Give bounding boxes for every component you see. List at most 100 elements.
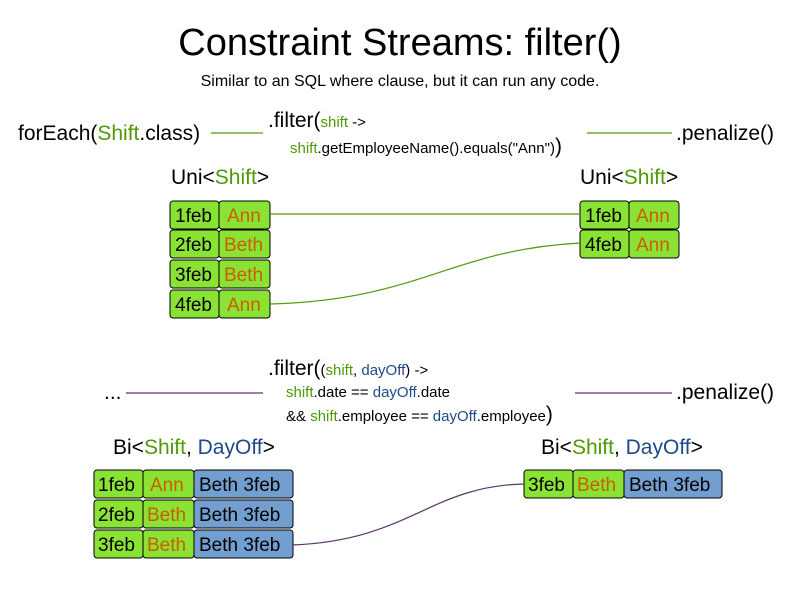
date-value: 4feb <box>175 295 212 316</box>
uni-out-label-suffix: > <box>666 166 678 189</box>
filter-body: shift.getEmployeeName().equals("Ann")) <box>290 135 562 158</box>
bi-out-label-type-shift: Shift <box>572 436 614 459</box>
dayoff-value: Beth 3feb <box>199 505 280 526</box>
bi-filter-close: ) <box>546 403 553 426</box>
filter-node: .filter(shift -> <box>268 109 366 132</box>
bi-output-label: Bi<Shift, DayOff> <box>541 436 703 459</box>
source-node: forEach(Shift.class) <box>18 122 200 145</box>
name-cell <box>218 200 271 230</box>
bi-filter-line2: shift.date == dayOff.date <box>286 384 450 401</box>
tuple-row: 4feb Ann <box>579 229 680 259</box>
bi-label-suffix: > <box>263 436 275 459</box>
bi-filter-arrow: ) -> <box>405 362 428 379</box>
tuple-row: 2feb Beth Beth 3feb <box>93 499 294 529</box>
dayoff-cell <box>193 529 294 559</box>
bi-out-label-prefix: Bi< <box>541 436 572 459</box>
name-value: Ann <box>150 475 184 496</box>
name-cell <box>218 259 271 289</box>
date-value: 1feb <box>98 475 135 496</box>
date-value: 2feb <box>175 235 212 256</box>
tuple-row: 1feb Ann Beth 3feb <box>93 469 294 499</box>
date-value: 1feb <box>585 206 622 227</box>
bi-out-label-suffix: > <box>691 436 703 459</box>
bi-line3-mid: .employee == <box>338 408 433 425</box>
uni-input-table: 1feb Ann 2feb Beth 3feb Beth 4feb Ann <box>169 200 271 319</box>
bi-line2-dayoff: dayOff <box>373 384 418 401</box>
bi-label-comma: , <box>186 436 198 459</box>
uni-output-label: Uni<Shift> <box>580 166 678 189</box>
connector-3feb <box>292 483 525 546</box>
date-value: 4feb <box>585 235 622 256</box>
bi-line2-shift: shift <box>286 384 314 401</box>
tuple-row: 3feb Beth Beth 3feb <box>523 469 723 499</box>
uni-input-label: Uni<Shift> <box>171 166 269 189</box>
bi-filter-comma: , <box>353 362 361 379</box>
bi-filter-param-dayoff: dayOff <box>361 362 406 379</box>
name-value: Beth <box>147 535 186 556</box>
bi-filter-open: ( <box>321 362 326 379</box>
uni-label-suffix: > <box>257 166 269 189</box>
source-prefix: forEach( <box>18 122 97 145</box>
bi-label-type-dayoff: DayOff <box>198 436 263 459</box>
bi-input-table: 1feb Ann Beth 3feb 2feb Beth Beth 3feb 3… <box>93 469 294 559</box>
bi-line3-end: .employee <box>477 408 546 425</box>
dayoff-value: Beth 3feb <box>199 475 280 496</box>
name-value: Ann <box>227 295 261 316</box>
source-suffix: .class) <box>139 122 200 145</box>
dayoff-value: Beth 3feb <box>629 475 710 496</box>
name-value: Ann <box>227 206 261 227</box>
filter-close: ) <box>555 135 562 158</box>
bi-line3-shift: shift <box>310 408 338 425</box>
filter-body-var: shift <box>290 140 318 157</box>
bi-input-label: Bi<Shift, DayOff> <box>113 436 275 459</box>
bi-filter-line3: && shift.employee == dayOff.employee) <box>286 403 553 426</box>
uni-out-label-prefix: Uni< <box>580 166 624 189</box>
tuple-row: 1feb Ann <box>579 200 680 230</box>
date-value: 3feb <box>175 265 212 286</box>
tuple-row: 2feb Beth <box>169 229 271 259</box>
bi-line2-end: .date <box>417 384 450 401</box>
bi-source-ellipsis: ... <box>104 381 122 404</box>
source-class: Shift <box>97 122 139 145</box>
filter-prefix: .filter( <box>268 109 321 132</box>
dayoff-value: Beth 3feb <box>199 535 280 556</box>
tuple-row: 3feb Beth Beth 3feb <box>93 529 294 559</box>
uni-output-table: 1feb Ann 4feb Ann <box>579 200 680 259</box>
bi-filter-node: .filter((shift, dayOff) -> <box>268 357 428 380</box>
subtitle: Similar to an SQL where clause, but it c… <box>201 73 600 90</box>
filter-param: shift <box>321 114 349 131</box>
page-title: Constraint Streams: filter() <box>178 22 621 64</box>
name-value: Beth <box>147 505 186 526</box>
bi-label-prefix: Bi< <box>113 436 144 459</box>
bi-line3-dayoff: dayOff <box>433 408 478 425</box>
uni-out-label-type: Shift <box>624 166 666 189</box>
bi-output-table: 3feb Beth Beth 3feb <box>523 469 723 499</box>
name-cell <box>628 200 680 230</box>
bi-filter-param-shift: shift <box>326 362 354 379</box>
date-value: 2feb <box>98 505 135 526</box>
date-value: 3feb <box>98 535 135 556</box>
date-value: 1feb <box>175 206 212 227</box>
bi-out-label-comma: , <box>614 436 626 459</box>
name-cell <box>218 229 271 259</box>
name-value: Beth <box>224 265 263 286</box>
name-value: Beth <box>224 235 263 256</box>
bi-line3-prefix: && <box>286 408 310 425</box>
uni-label-prefix: Uni< <box>171 166 215 189</box>
dayoff-cell <box>623 469 723 499</box>
dayoff-cell <box>193 469 294 499</box>
filter-arrow: -> <box>348 114 366 131</box>
name-value: Beth <box>577 475 616 496</box>
tuple-row: 3feb Beth <box>169 259 271 289</box>
bi-penalize-node: .penalize() <box>676 381 774 404</box>
tuple-row: 1feb Ann <box>169 200 271 230</box>
bi-filter-prefix: .filter( <box>268 357 321 380</box>
tuple-row: 4feb Ann <box>169 289 271 319</box>
name-value: Ann <box>636 235 670 256</box>
date-value: 3feb <box>528 475 565 496</box>
filter-body-code: .getEmployeeName().equals("Ann") <box>318 140 555 157</box>
connector-4feb <box>269 242 581 305</box>
dayoff-cell <box>193 499 294 529</box>
name-value: Ann <box>636 206 670 227</box>
uni-label-type: Shift <box>215 166 257 189</box>
